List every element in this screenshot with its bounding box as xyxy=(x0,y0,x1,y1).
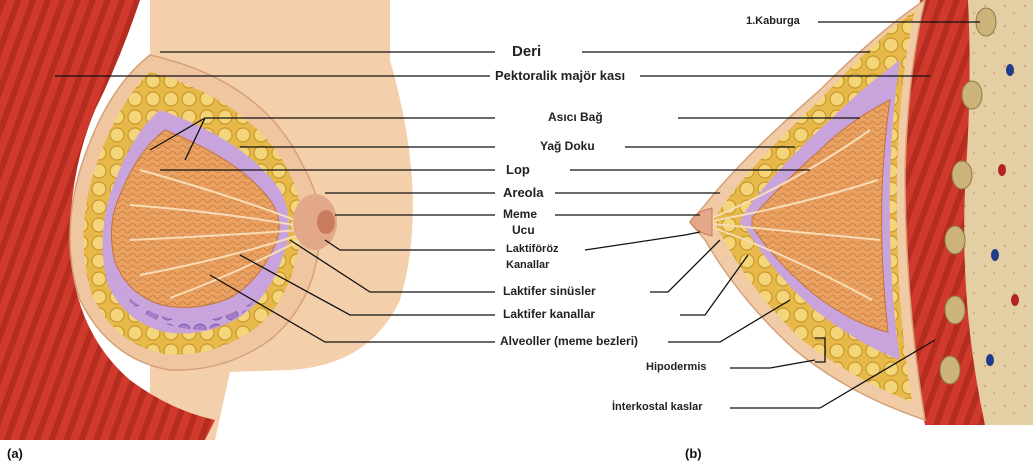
label-meme: Meme xyxy=(503,208,537,222)
label-laktiforoz: Laktiföröz xyxy=(506,243,559,256)
label-asici-bag: Asıcı Bağ xyxy=(548,111,603,125)
label-kaburga: 1.Kaburga xyxy=(746,15,800,28)
nipple-a xyxy=(317,210,335,234)
label-hipodermis: Hipodermis xyxy=(646,361,707,374)
label-laktifer-sinusler: Laktifer sinüsler xyxy=(503,285,596,299)
nipple-b xyxy=(690,208,712,236)
label-pektoralik: Pektoralik majör kası xyxy=(495,69,625,84)
panel-label-b: (b) xyxy=(685,446,702,461)
panel-b-illustration xyxy=(690,0,1033,425)
label-deri: Deri xyxy=(512,43,541,60)
label-areola: Areola xyxy=(503,186,543,201)
label-alveoller: Alveoller (meme bezleri) xyxy=(500,335,638,349)
label-yag-doku: Yağ Doku xyxy=(540,140,595,154)
label-ucu: Ucu xyxy=(512,224,535,238)
label-laktifer-kanallar: Laktifer kanallar xyxy=(503,308,595,322)
label-kanallar: Kanallar xyxy=(506,259,549,272)
panel-label-a: (a) xyxy=(7,446,23,461)
label-lop: Lop xyxy=(506,163,530,178)
panel-a-illustration xyxy=(0,0,413,440)
label-interkostal: İnterkostal kaslar xyxy=(612,401,703,414)
